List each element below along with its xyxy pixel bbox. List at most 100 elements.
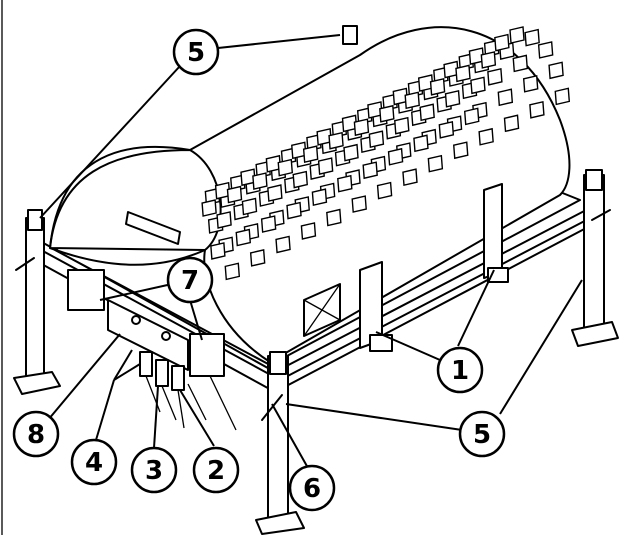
drum-perforation xyxy=(438,120,455,139)
panel-knob-2 xyxy=(161,331,171,341)
support-brackets xyxy=(303,183,509,352)
leader-6 xyxy=(271,403,309,469)
hose-3 xyxy=(177,389,185,429)
drum-perforation xyxy=(413,134,429,153)
drum-perforation xyxy=(554,87,571,106)
callout-3-label: 3 xyxy=(145,456,163,486)
leg-top-clamp-right xyxy=(585,169,603,191)
drum-perforation xyxy=(402,168,418,187)
drum-perforation xyxy=(387,147,404,166)
valve-3 xyxy=(155,359,169,387)
panel-knob-1 xyxy=(131,315,141,325)
hose-5 xyxy=(209,375,237,431)
callout-6-label: 6 xyxy=(303,474,321,504)
motor-housing-left xyxy=(67,269,105,311)
drum-perforation xyxy=(470,76,486,95)
end-plate-slot xyxy=(125,211,181,245)
drum-perforation xyxy=(216,211,232,229)
front-rail xyxy=(29,243,281,381)
screen-drum xyxy=(49,26,571,363)
leader-5-bottom-right xyxy=(499,279,583,415)
drum-perforation xyxy=(478,127,494,146)
drum-perforation xyxy=(480,51,497,69)
drum-perforation xyxy=(275,235,291,254)
callout-6: 6 xyxy=(288,464,336,512)
drum-perforation xyxy=(311,188,328,207)
callout-8-circle xyxy=(12,410,60,458)
drum-perforation xyxy=(379,104,395,123)
leader-4-a xyxy=(95,379,115,441)
leader-7-right xyxy=(189,299,203,341)
drum-perforation xyxy=(427,154,444,173)
callout-3: 3 xyxy=(130,446,178,494)
leader-5-bottom-left xyxy=(285,403,463,431)
leg-top-clamp-back xyxy=(342,25,358,45)
drum-perforation xyxy=(429,77,446,96)
callout-5-top-circle xyxy=(172,28,220,76)
leader-2 xyxy=(179,389,215,447)
drum-perforation xyxy=(252,172,268,190)
legs xyxy=(13,25,619,535)
leader-8 xyxy=(47,333,121,421)
hose-4 xyxy=(187,383,207,421)
leader-5-top-right xyxy=(217,34,341,49)
callout-5-top: 5 xyxy=(172,28,220,76)
drum-perforation xyxy=(524,28,540,47)
callout-7-circle xyxy=(166,256,214,304)
drum-perforation xyxy=(249,249,266,267)
drum-perforation xyxy=(394,116,410,135)
bracket-back xyxy=(483,183,503,279)
drum-perforation xyxy=(226,185,243,204)
leg-front-left xyxy=(25,217,45,384)
drum-perforation xyxy=(362,161,378,180)
adjust-handle-right xyxy=(591,209,611,221)
drum-perforation xyxy=(509,26,525,44)
drum-perforation xyxy=(326,208,342,227)
drum-perforation xyxy=(494,33,510,52)
callout-1-circle xyxy=(436,346,484,394)
callout-4: 4 xyxy=(70,438,118,486)
drum-perforation xyxy=(224,262,241,281)
drum-perforation xyxy=(267,184,283,202)
drum-perforation xyxy=(241,197,258,216)
callout-3-circle xyxy=(130,446,178,494)
drum-perforation xyxy=(317,157,334,175)
drum-perforation xyxy=(328,131,344,150)
callout-4-label: 4 xyxy=(85,448,103,478)
valve-2 xyxy=(171,365,185,391)
callout-6-circle xyxy=(288,464,336,512)
leg-right xyxy=(583,174,605,336)
drum-perforation xyxy=(292,170,308,189)
leader-1-back xyxy=(457,269,495,347)
drum-perforation xyxy=(404,91,420,110)
callout-2-label: 2 xyxy=(207,456,225,486)
drum-perforation xyxy=(351,195,367,213)
drum-perforation xyxy=(548,61,564,80)
drum-perforation xyxy=(529,100,545,119)
drum-perforation xyxy=(512,54,529,73)
drum-perforation xyxy=(302,145,319,164)
drum-perforation xyxy=(537,41,554,59)
adjust-handle-6 xyxy=(261,394,283,421)
drum-perforation xyxy=(376,181,393,200)
foot-front-center xyxy=(255,511,305,535)
front-components xyxy=(67,269,237,431)
leader-4-c xyxy=(113,363,141,381)
callouts: 5 7 1 5 8 4 3 2 xyxy=(12,28,506,512)
leg-top-clamp-center xyxy=(269,351,287,375)
drum-perforation xyxy=(343,143,359,162)
callout-5-top-label: 5 xyxy=(187,38,205,68)
callout-2-circle xyxy=(192,446,240,494)
foot-front-left xyxy=(13,371,61,395)
warning-plate-x2 xyxy=(303,283,341,337)
control-panel xyxy=(107,299,189,371)
callout-5-bottom-label: 5 xyxy=(473,420,491,450)
drum-perforation xyxy=(503,114,520,133)
callout-2: 2 xyxy=(192,446,240,494)
callout-1-label: 1 xyxy=(451,356,469,386)
callout-5-bottom-circle xyxy=(458,410,506,458)
drum-perforation xyxy=(452,141,469,160)
callout-7-label: 7 xyxy=(181,266,199,296)
